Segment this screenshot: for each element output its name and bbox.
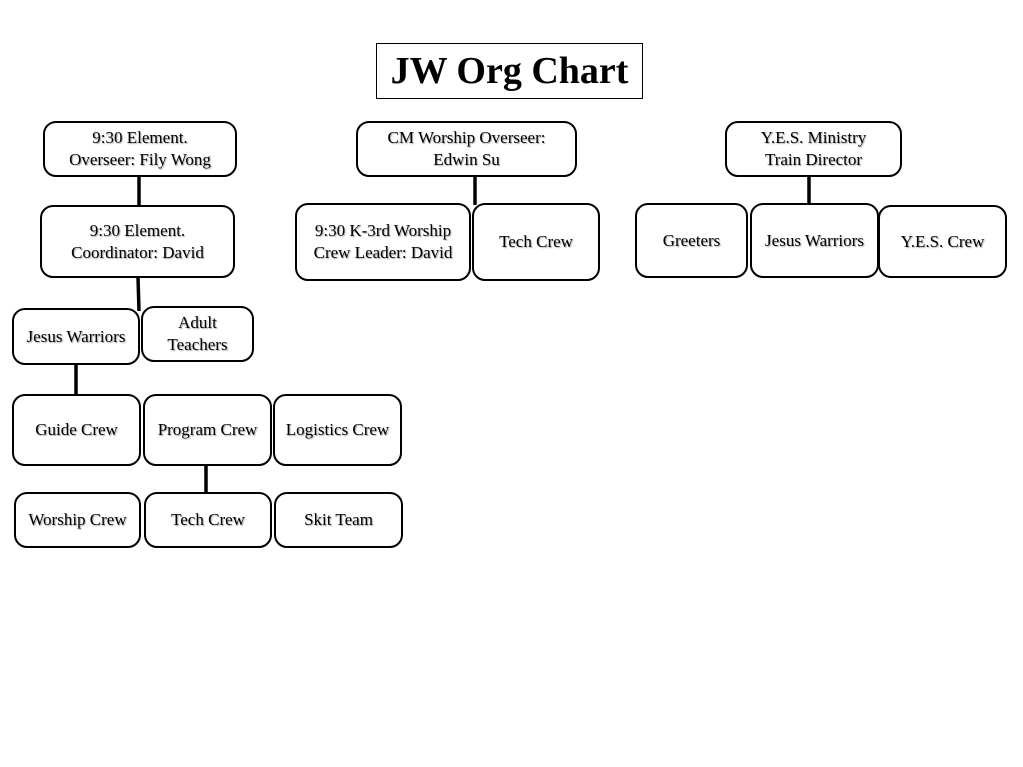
node-line: Jesus Warriors xyxy=(765,230,864,250)
node-element-coordinator: 9:30 Element.Coordinator: David xyxy=(40,205,235,278)
node-line: Adult xyxy=(178,313,217,332)
node-greeters: Greeters xyxy=(635,203,748,278)
chart-title: JW Org Chart xyxy=(376,43,643,99)
node-line: Skit Team xyxy=(304,510,373,529)
node-line: Crew Leader: David xyxy=(313,243,453,262)
node-line: Guide Crew xyxy=(35,420,118,439)
node-skit-team: Skit Team xyxy=(274,492,403,548)
node-logistics-crew: Logistics Crew xyxy=(273,394,402,466)
node-tech-crew-middle: Tech Crew xyxy=(472,203,600,281)
node-line: Teachers xyxy=(167,335,228,354)
node-jesus-warriors-left: Jesus Warriors xyxy=(12,308,140,365)
link-coordinator-jesus-warriors xyxy=(136,276,141,312)
node-guide-crew: Guide Crew xyxy=(12,394,141,466)
node-line: CM Worship Overseer: xyxy=(387,128,546,147)
node-line: Train Director xyxy=(764,150,863,169)
node-yes-crew: Y.E.S. Crew xyxy=(878,205,1007,278)
node-worship-crew: Worship Crew xyxy=(14,492,141,548)
node-program-crew: Program Crew xyxy=(143,394,272,466)
node-line: Greeters xyxy=(662,230,721,250)
node-cm-worship-overseer: CM Worship Overseer: Edwin Su xyxy=(356,121,577,177)
node-element-overseer: 9:30 Element. Overseer: Fily Wong xyxy=(43,121,237,177)
node-line: Jesus Warriors xyxy=(26,326,126,346)
node-line: Tech Crew xyxy=(171,510,245,529)
node-tech-crew-bottom: Tech Crew xyxy=(144,492,272,548)
node-line: Edwin Su xyxy=(433,150,500,169)
node-line: 9:30 Element. xyxy=(89,220,186,240)
node-line: Worship Crew xyxy=(28,510,127,529)
node-line: 9:30 Element. xyxy=(92,128,188,147)
node-line: Tech Crew xyxy=(499,232,573,251)
node-line: Y.E.S. Crew xyxy=(900,231,985,251)
node-jesus-warriors-right: Jesus Warriors xyxy=(750,203,879,278)
node-line: Overseer: Fily Wong xyxy=(69,150,211,169)
node-line: Program Crew xyxy=(157,420,258,439)
node-line: Coordinator: David xyxy=(71,242,204,262)
node-line: 9:30 K-3rd Worship xyxy=(314,221,452,240)
node-line: Logistics Crew xyxy=(285,420,390,439)
node-line: Y.E.S. Ministry xyxy=(760,128,867,147)
